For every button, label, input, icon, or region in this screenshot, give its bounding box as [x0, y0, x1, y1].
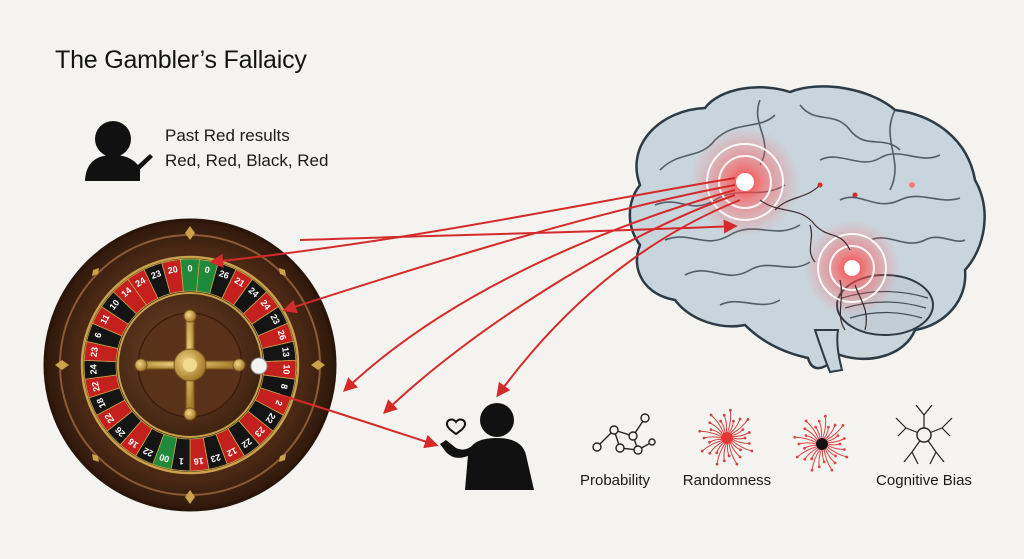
- wheel-number: 10: [281, 364, 291, 374]
- wheel-number: 10: [107, 298, 121, 312]
- wheel-number: 0: [204, 265, 211, 276]
- wheel-number: 16: [193, 456, 204, 467]
- concept-label-probability: Probability: [579, 472, 651, 489]
- wheel-number: 13: [280, 346, 291, 357]
- wheel-number: 23: [89, 346, 100, 357]
- wheel-number: 26: [113, 425, 127, 439]
- heart-icon: [445, 418, 467, 436]
- wheel-number: 8: [279, 383, 290, 390]
- wheel-number: 12: [225, 445, 238, 458]
- wheel-number: 11: [98, 313, 111, 326]
- wheel-number: 23: [253, 425, 267, 439]
- wheel-number: 26: [218, 268, 231, 281]
- brain-illustration: [628, 85, 986, 374]
- wheel-number: 0: [187, 263, 192, 273]
- wheel-number: 22: [102, 411, 116, 425]
- wheel-number: 23: [268, 312, 282, 326]
- wheel-number: 21: [233, 275, 247, 289]
- wheel-number: 2: [273, 399, 284, 408]
- wheel-number: 00: [158, 452, 170, 464]
- wheel-number: 22: [264, 411, 278, 425]
- wheel-number: 23: [210, 452, 222, 464]
- wheel-number: 26: [276, 329, 289, 342]
- network-nodes-icon: [592, 413, 656, 455]
- roulette-ball: [250, 357, 268, 375]
- wheel-number: 6: [93, 331, 104, 339]
- dark-burst-icon: [793, 414, 849, 472]
- burst-icon: [698, 408, 754, 466]
- wheel-number: 24: [247, 285, 261, 299]
- past-results-label: Past Red results: [165, 126, 290, 145]
- concept-label-cognitive-bias: Cognitive Bias: [876, 472, 972, 489]
- wheel-number: 24: [88, 364, 98, 374]
- wheel-number: 18: [95, 396, 108, 409]
- person-icon: [85, 121, 153, 181]
- wheel-number: 24: [259, 298, 273, 312]
- wheel-number: 22: [240, 436, 254, 450]
- wheel-number: 1: [178, 456, 184, 466]
- concept-label-randomness: Randomness: [682, 472, 772, 489]
- wheel-number: 14: [119, 285, 133, 299]
- diagram-title: The Gambler’s Fallaicy: [55, 46, 307, 74]
- wheel-number: 23: [150, 268, 163, 281]
- wheel-number: 24: [134, 275, 148, 289]
- wheel-number: 22: [90, 381, 102, 393]
- wheel-number: 22: [141, 445, 154, 458]
- past-results-values: Red, Red, Black, Red: [165, 151, 329, 170]
- red-arrows: [209, 177, 741, 449]
- wheel-pocket: [112, 278, 148, 315]
- thinking-person-icon: [440, 403, 534, 490]
- neuron-icon: [895, 404, 953, 465]
- wheel-number: 16: [126, 436, 140, 450]
- wheel-number: 20: [167, 264, 179, 276]
